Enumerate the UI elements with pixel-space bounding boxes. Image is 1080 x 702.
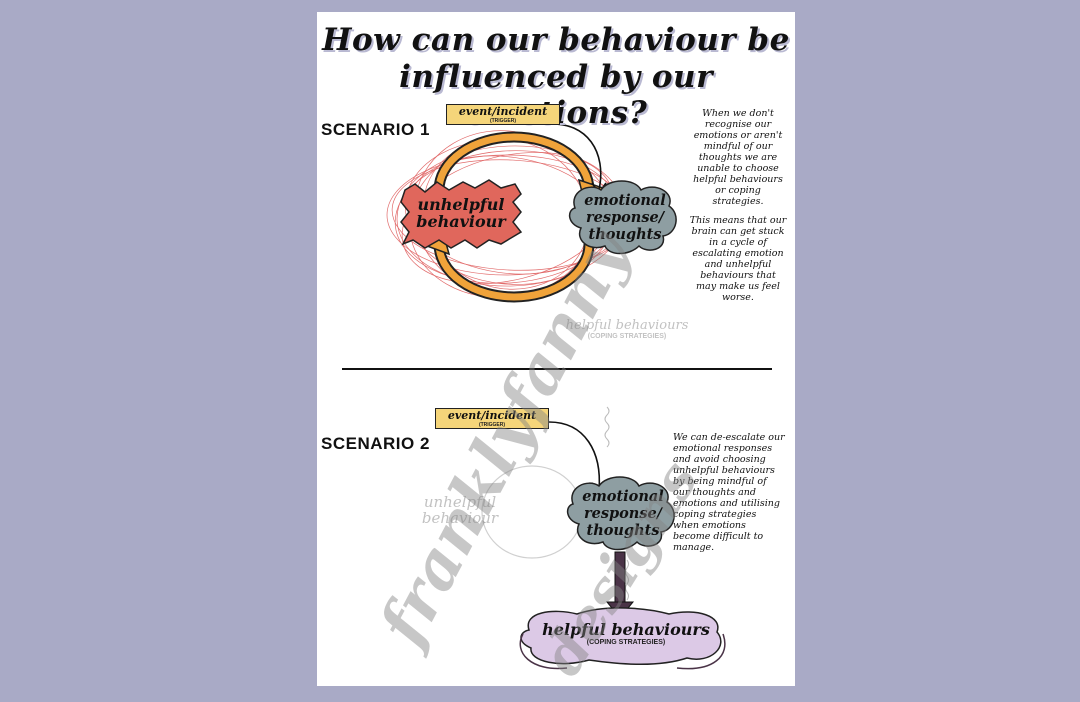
emotional-cloud-2 <box>566 476 675 551</box>
emotional-2-line-2: response/ <box>583 505 663 522</box>
faint-helpful-sub: (COPING STRATEGIES) <box>587 333 667 340</box>
trigger-box-2: event/incident (TRIGGER) <box>435 408 549 429</box>
squiggle-line <box>604 406 610 448</box>
faint-helpful-main: helpful behaviours <box>565 318 689 333</box>
unhelpful-behaviour-burst <box>400 179 523 249</box>
helpful-sub-text: (COPING STRATEGIES) <box>586 639 666 646</box>
emotional-line-1: emotional <box>584 192 666 209</box>
trigger-main-text: event/incident <box>458 105 548 118</box>
scenario-1-note-p2: This means that our brain can get stuck … <box>689 215 787 303</box>
faint-unhelpful-behaviour: unhelpful behaviour <box>405 494 515 526</box>
scenario-1-note: When we don't recognise our emotions or … <box>689 108 787 303</box>
trigger-2-main-text: event/incident <box>447 409 537 422</box>
helpful-cloud <box>519 607 726 670</box>
helpful-main-text: helpful behaviours <box>542 620 710 639</box>
emotional-response-text-2: emotional response/ thoughts <box>571 488 675 539</box>
unhelpful-line-2: behaviour <box>416 212 506 231</box>
scenario-2-label: SCENARIO 2 <box>321 434 430 453</box>
title-line-1: How can our behaviour be <box>322 22 790 58</box>
faint-unhelpful-line-2: behaviour <box>421 509 499 527</box>
unhelpful-behaviour-text: unhelpful behaviour <box>405 196 517 230</box>
helpful-behaviours-label: helpful behaviours (COPING STRATEGIES) <box>531 620 721 646</box>
poster-sheet: How can our behaviour be influenced by o… <box>317 12 795 687</box>
emotional-line-2: response/ <box>585 209 665 226</box>
scenario-2-note: We can de-escalate our emotional respons… <box>673 432 785 553</box>
scenario-1-label: SCENARIO 1 <box>321 120 430 139</box>
trigger-arrow-2 <box>548 421 607 495</box>
faint-helpful-behaviours: helpful behaviours (COPING STRATEGIES) <box>537 318 717 340</box>
faint-unhelpful-line-1: unhelpful <box>423 493 497 511</box>
emotional-response-text-1: emotional response/ thoughts <box>573 192 677 243</box>
emotional-2-line-3: thoughts <box>586 522 660 539</box>
diagram-graphics <box>342 123 772 670</box>
emotional-2-line-1: emotional <box>582 488 664 505</box>
scenario-1-note-p1: When we don't recognise our emotions or … <box>693 108 783 207</box>
emotional-line-3: thoughts <box>588 226 662 243</box>
title-line-2: influenced by our emotions? <box>399 59 713 131</box>
trigger-box-1: event/incident (TRIGGER) <box>446 104 560 125</box>
unhelpful-line-1: unhelpful <box>417 195 505 214</box>
trigger-sub-text: (TRIGGER) <box>489 118 517 124</box>
emotional-cloud-1 <box>568 180 677 255</box>
trigger-2-sub-text: (TRIGGER) <box>478 422 506 428</box>
